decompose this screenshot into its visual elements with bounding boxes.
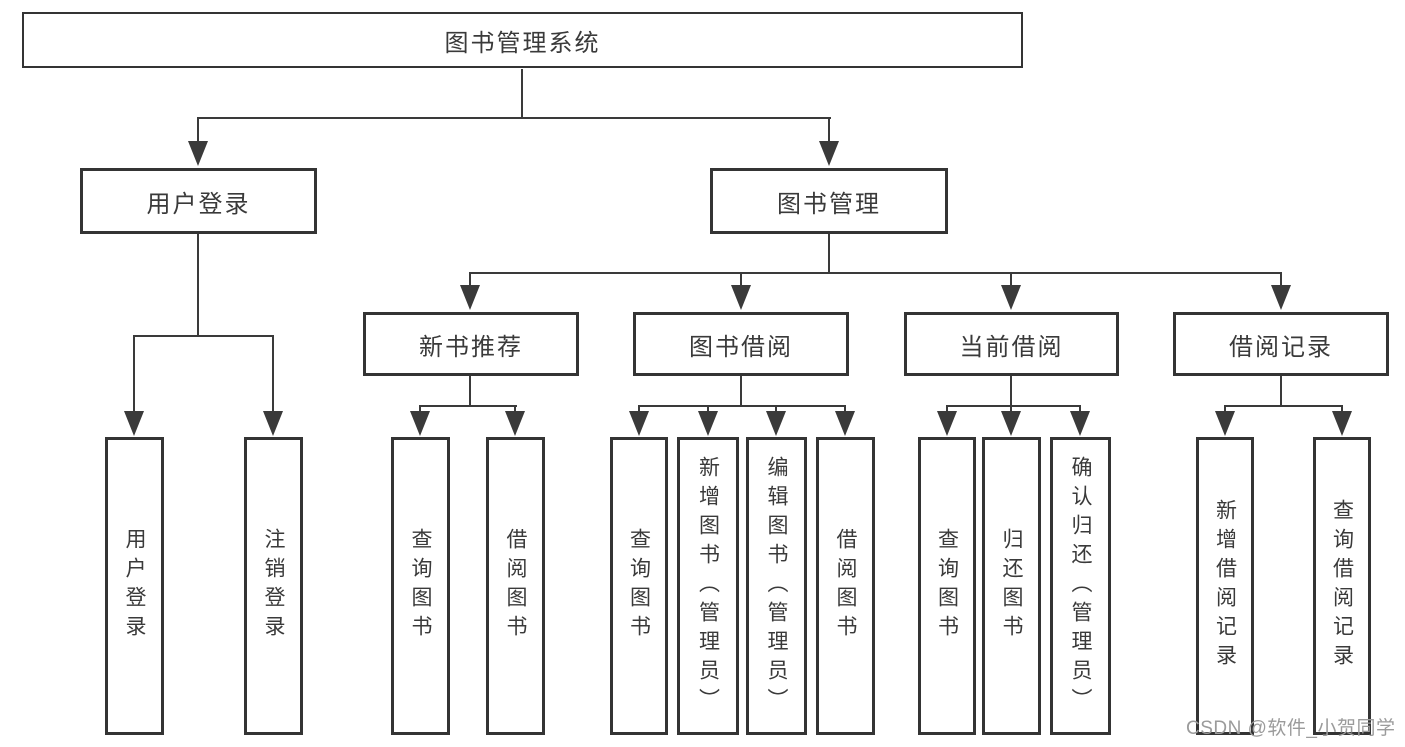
arrow-down-icon xyxy=(263,411,283,436)
connector-line xyxy=(775,405,777,413)
connector-line xyxy=(1341,405,1343,413)
node-book-borrow: 图书借阅 xyxy=(633,312,849,376)
leaf-logout: 注销登录 xyxy=(244,437,303,735)
connector-line xyxy=(521,69,523,118)
node-label: 借阅记录 xyxy=(1229,333,1333,361)
connector-line xyxy=(197,117,199,143)
node-root: 图书管理系统 xyxy=(22,12,1023,68)
arrow-down-icon xyxy=(1001,411,1021,436)
connector-line xyxy=(469,272,1282,274)
node-label: 查询图书 xyxy=(935,528,959,644)
node-current-borrow: 当前借阅 xyxy=(904,312,1119,376)
arrow-down-icon xyxy=(835,411,855,436)
node-new-book-rec: 新书推荐 xyxy=(363,312,579,376)
node-label: 编辑图书（管理员） xyxy=(765,455,788,717)
connector-line xyxy=(419,405,421,413)
node-label: 查询借阅记录 xyxy=(1330,499,1354,673)
node-label: 用户登录 xyxy=(146,190,251,218)
leaf-cb-confirm-return: 确认归还（管理员） xyxy=(1050,437,1111,735)
node-label: 归还图书 xyxy=(1000,528,1023,644)
leaf-bb-query-books: 查询图书 xyxy=(610,437,668,735)
arrow-down-icon xyxy=(410,411,430,436)
leaf-br-add-record: 新增借阅记录 xyxy=(1196,437,1254,735)
connector-line xyxy=(844,405,846,413)
node-label: 新增图书（管理员） xyxy=(696,455,720,717)
connector-line xyxy=(133,335,135,413)
connector-line xyxy=(740,272,742,287)
node-label: 用户登录 xyxy=(123,528,146,644)
connector-line xyxy=(1010,375,1012,406)
node-label: 借阅图书 xyxy=(504,528,527,644)
connector-line xyxy=(469,375,471,406)
connector-line xyxy=(946,405,1081,407)
node-label: 查询图书 xyxy=(627,528,651,644)
node-label: 图书借阅 xyxy=(689,333,793,361)
leaf-bb-edit-books: 编辑图书（管理员） xyxy=(746,437,807,735)
node-borrow-records: 借阅记录 xyxy=(1173,312,1389,376)
node-label: 查询图书 xyxy=(409,528,432,644)
leaf-user-login: 用户登录 xyxy=(105,437,164,735)
arrow-down-icon xyxy=(1271,285,1291,310)
arrow-down-icon xyxy=(731,285,751,310)
leaf-br-query-record: 查询借阅记录 xyxy=(1313,437,1371,735)
connector-line xyxy=(1010,272,1012,287)
connector-line xyxy=(707,405,709,413)
connector-line xyxy=(419,405,517,407)
arrow-down-icon xyxy=(124,411,144,436)
connector-line xyxy=(1010,405,1012,413)
node-label: 借阅图书 xyxy=(834,528,857,644)
connector-line xyxy=(946,405,948,413)
connector-line xyxy=(514,405,516,413)
connector-line xyxy=(1280,375,1282,406)
node-label: 确认归还（管理员） xyxy=(1069,455,1092,717)
connector-line xyxy=(133,335,274,337)
connector-line xyxy=(272,335,274,413)
connector-line xyxy=(828,233,830,273)
connector-line xyxy=(1224,405,1343,407)
connector-line xyxy=(638,405,846,407)
connector-line xyxy=(197,117,831,119)
arrow-down-icon xyxy=(188,141,208,166)
node-label: 新增借阅记录 xyxy=(1213,499,1237,673)
node-label: 图书管理系统 xyxy=(444,29,601,57)
arrow-down-icon xyxy=(629,411,649,436)
arrow-down-icon xyxy=(505,411,525,436)
arrow-down-icon xyxy=(1215,411,1235,436)
connector-line xyxy=(740,375,742,406)
arrow-down-icon xyxy=(1070,411,1090,436)
arrow-down-icon xyxy=(698,411,718,436)
connector-line xyxy=(197,233,199,336)
leaf-cb-query-books: 查询图书 xyxy=(918,437,976,735)
node-label: 图书管理 xyxy=(777,190,881,218)
node-user-login-branch: 用户登录 xyxy=(80,168,317,234)
connector-line xyxy=(1224,405,1226,413)
connector-line xyxy=(1280,272,1282,287)
connector-line xyxy=(1079,405,1081,413)
leaf-bb-borrow-books: 借阅图书 xyxy=(816,437,875,735)
connector-line xyxy=(828,117,830,143)
connector-line xyxy=(638,405,640,413)
arrow-down-icon xyxy=(819,141,839,166)
arrow-down-icon xyxy=(937,411,957,436)
arrow-down-icon xyxy=(766,411,786,436)
node-book-mgmt-branch: 图书管理 xyxy=(710,168,948,234)
node-label: 注销登录 xyxy=(262,528,285,644)
node-label: 新书推荐 xyxy=(419,333,523,361)
leaf-rec-query-books: 查询图书 xyxy=(391,437,450,735)
arrow-down-icon xyxy=(1001,285,1021,310)
leaf-cb-return-books: 归还图书 xyxy=(982,437,1041,735)
leaf-rec-borrow-books: 借阅图书 xyxy=(486,437,545,735)
connector-line xyxy=(469,272,471,287)
arrow-down-icon xyxy=(1332,411,1352,436)
arrow-down-icon xyxy=(460,285,480,310)
csdn-watermark: CSDN @软件_小贺同学 xyxy=(1186,718,1396,739)
node-label: 当前借阅 xyxy=(959,333,1064,361)
leaf-bb-add-books: 新增图书（管理员） xyxy=(677,437,739,735)
